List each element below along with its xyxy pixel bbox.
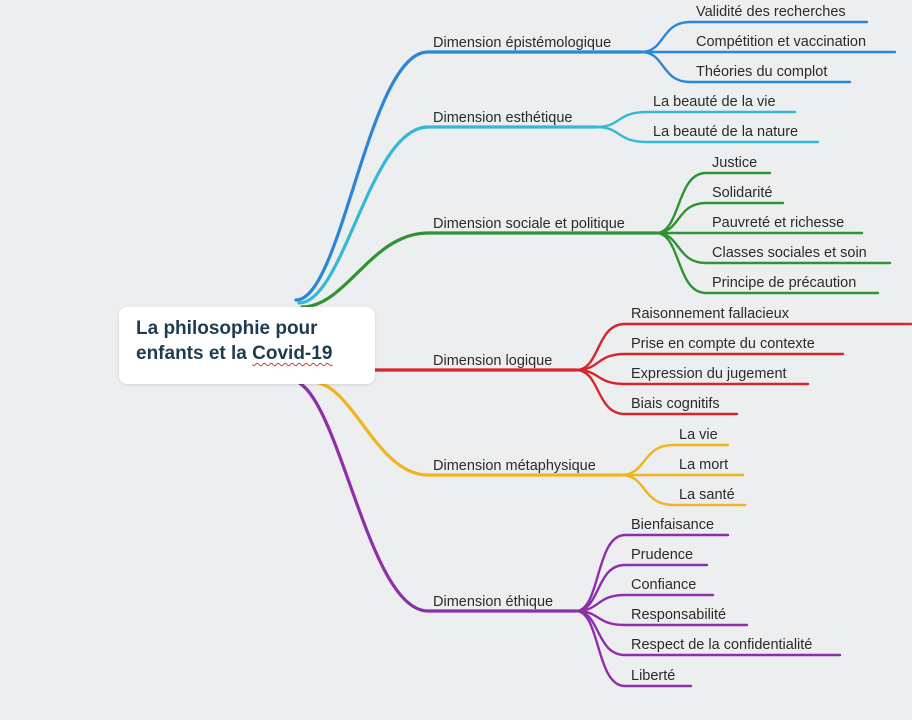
subtopic-label[interactable]: Pauvreté et richesse [712, 215, 844, 231]
central-topic-covid: Covid-19 [252, 343, 333, 364]
branch-connector [288, 378, 578, 613]
subtopic-connector [639, 20, 869, 54]
central-topic-line-2: enfants et la [136, 343, 253, 364]
branch-connector [310, 380, 623, 477]
subtopic-connector [639, 50, 852, 84]
subtopic-connector [574, 368, 739, 416]
subtopic-connector [574, 322, 912, 372]
branch-connector [300, 231, 658, 309]
subtopic-label[interactable]: Prise en compte du contexte [631, 336, 815, 352]
branch-label[interactable]: Dimension métaphysique [433, 458, 596, 474]
subtopic-label[interactable]: Solidarité [712, 185, 772, 201]
subtopic-label[interactable]: Classes sociales et soin [712, 245, 867, 261]
branch-label[interactable]: Dimension épistémologique [433, 35, 611, 51]
subtopic-connector [574, 533, 730, 613]
branch-6: Dimension éthique BienfaisancePrudenceCon… [288, 378, 842, 688]
subtopic-connector [594, 125, 820, 144]
subtopic-connector [654, 171, 772, 235]
subtopic-connector [654, 231, 880, 295]
branch-connector [297, 125, 598, 305]
branch-label[interactable]: Dimension esthétique [433, 110, 572, 126]
subtopic-label[interactable]: La beauté de la vie [653, 94, 776, 110]
subtopic-label[interactable]: Confiance [631, 577, 696, 593]
subtopic-label[interactable]: Compétition et vaccination [696, 34, 866, 50]
subtopic-connector [619, 443, 730, 477]
subtopic-label[interactable]: La vie [679, 427, 718, 443]
subtopic-connector [574, 563, 709, 613]
branch-connector [294, 50, 643, 302]
branch-5: Dimension métaphysique La vie La mort La sa… [310, 380, 747, 507]
subtopic-label[interactable]: Prudence [631, 547, 693, 563]
branch-4: Dimension logique Raisonnement fallacieux… [372, 306, 912, 416]
subtopic-connector [654, 201, 785, 235]
subtopic-label[interactable]: Principe de précaution [712, 275, 856, 291]
central-topic-line-1: La philosophie pour [136, 318, 318, 339]
subtopic-label[interactable]: Responsabilité [631, 607, 726, 623]
subtopic-label[interactable]: Liberté [631, 668, 675, 684]
subtopic-connector [574, 609, 693, 688]
branch-2: Dimension esthétique La beauté de la vieL… [297, 94, 820, 305]
branch-label[interactable]: Dimension éthique [433, 594, 553, 610]
central-topic[interactable]: La philosophie pour enfants et la Covid-… [119, 307, 375, 384]
branch-label[interactable]: Dimension sociale et politique [433, 216, 625, 232]
subtopic-connector [619, 473, 747, 507]
subtopic-label[interactable]: La beauté de la nature [653, 124, 798, 140]
subtopic-label[interactable]: La mort [679, 457, 728, 473]
subtopic-label[interactable]: Théories du complot [696, 64, 827, 80]
subtopic-label[interactable]: Respect de la confidentialité [631, 637, 812, 653]
subtopic-label[interactable]: Justice [712, 155, 757, 171]
subtopic-label[interactable]: Bienfaisance [631, 517, 714, 533]
subtopic-label[interactable]: Biais cognitifs [631, 396, 720, 412]
branch-1: Dimension épistémologique Validité des re… [294, 4, 897, 302]
subtopic-label[interactable]: La santé [679, 487, 735, 503]
branch-label[interactable]: Dimension logique [433, 353, 552, 369]
branch-3: Dimension sociale et politique JusticeSol… [300, 155, 892, 309]
subtopic-label[interactable]: Raisonnement fallacieux [631, 306, 790, 322]
subtopic-label[interactable]: Validité des recherches [696, 4, 846, 20]
central-topic-title: La philosophie pour enfants et la Covid-… [136, 316, 375, 366]
subtopic-label[interactable]: Expression du jugement [631, 366, 787, 382]
